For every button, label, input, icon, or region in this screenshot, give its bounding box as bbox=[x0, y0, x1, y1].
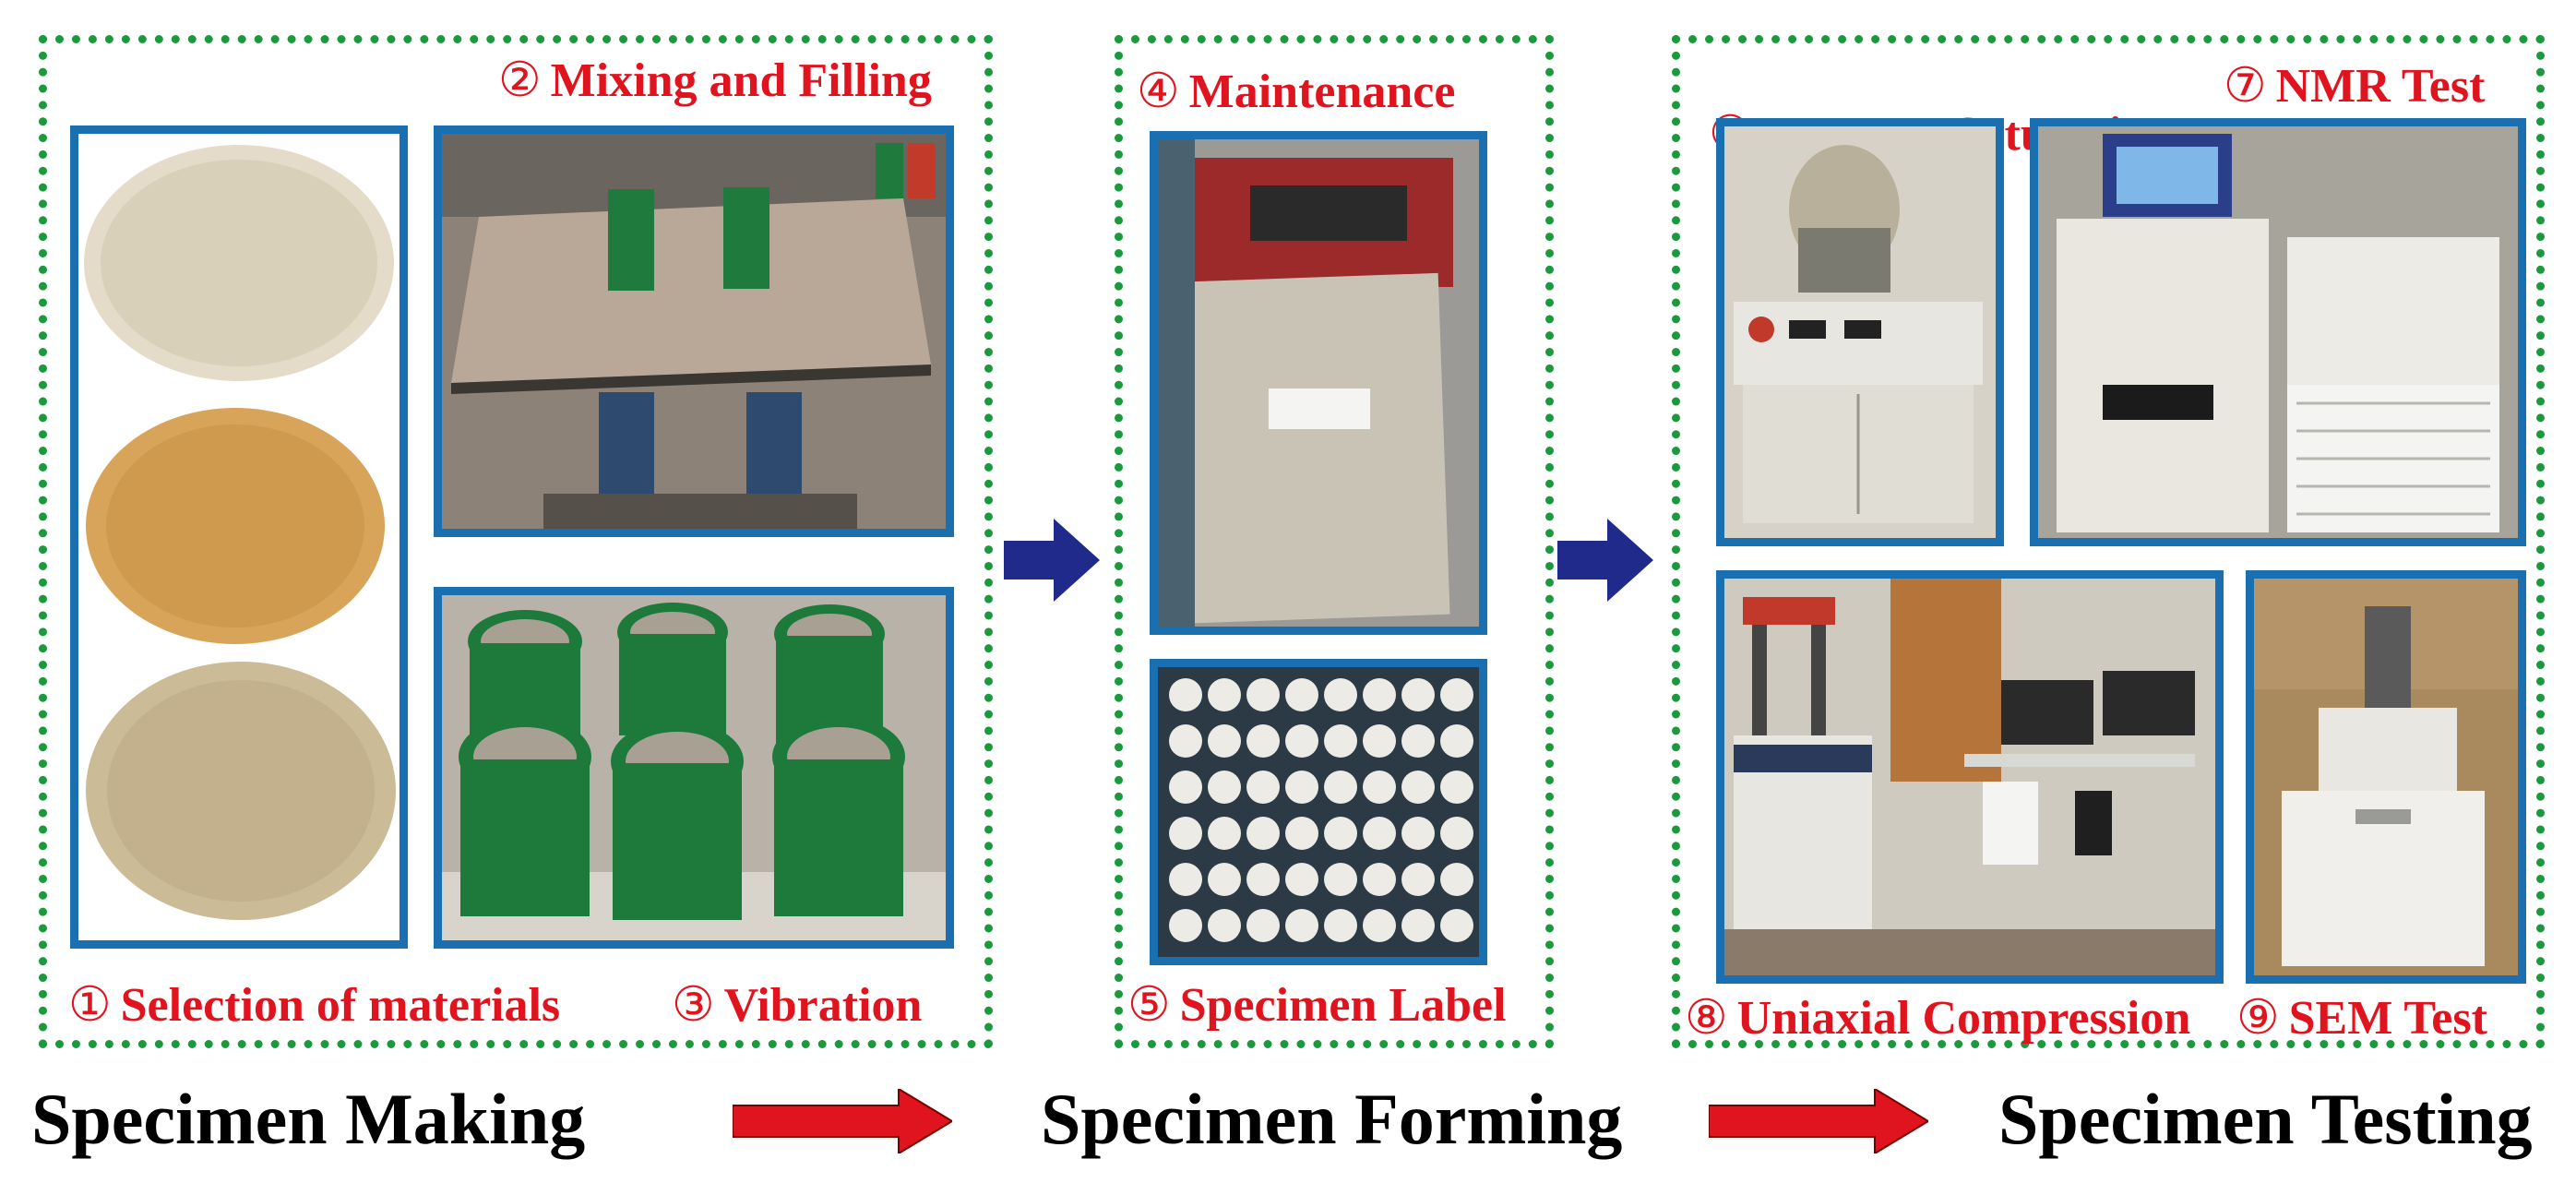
red-flow-arrow-icon bbox=[733, 1089, 952, 1153]
step-number: ③ bbox=[672, 979, 715, 1032]
step-label: Vibration bbox=[723, 979, 923, 1032]
step-number: ⑦ bbox=[2224, 60, 2267, 113]
step-label: Specimen Label bbox=[1179, 979, 1507, 1032]
right-arrow-icon bbox=[1004, 519, 1100, 602]
step-label: Mixing and Filling bbox=[550, 54, 932, 107]
red-flow-arrow-icon bbox=[1709, 1089, 1928, 1153]
photo-specimen-labels bbox=[1150, 659, 1487, 965]
step-label: Uniaxial Compression bbox=[1736, 992, 2191, 1045]
step-label: NMR Test bbox=[2275, 60, 2486, 113]
photo-vacuum-saturation bbox=[1716, 118, 2004, 546]
step-number: ⑨ bbox=[2236, 992, 2280, 1045]
photo-materials bbox=[70, 125, 408, 949]
stage-specimen-testing-frame bbox=[1672, 35, 2545, 1048]
step-number: ④ bbox=[1137, 66, 1180, 118]
stage-title-specimen-testing: Specimen Testing bbox=[1998, 1079, 2533, 1159]
photo-vibration-molds bbox=[434, 587, 954, 949]
stage-specimen-forming-frame bbox=[1115, 35, 1554, 1048]
step-number: ② bbox=[498, 54, 542, 107]
step-label: Maintenance bbox=[1188, 66, 1456, 118]
photo-mixing-table bbox=[434, 125, 954, 537]
step-label: SEM Test bbox=[2288, 992, 2487, 1045]
photo-nmr-instrument bbox=[2030, 118, 2526, 546]
stage-specimen-making-frame bbox=[39, 35, 993, 1048]
step-number: ⑧ bbox=[1685, 992, 1728, 1045]
photo-sem-instrument bbox=[2246, 570, 2526, 984]
step-label: Selection of materials bbox=[120, 979, 561, 1032]
photo-uniaxial-compression bbox=[1716, 570, 2224, 984]
photo-maintenance-chamber bbox=[1150, 131, 1487, 635]
step-number: ① bbox=[68, 979, 112, 1032]
stage-title-specimen-forming: Specimen Forming bbox=[1041, 1079, 1623, 1159]
right-arrow-icon bbox=[1557, 519, 1653, 602]
stage-title-specimen-making: Specimen Making bbox=[31, 1079, 586, 1159]
step-number: ⑤ bbox=[1127, 979, 1171, 1032]
